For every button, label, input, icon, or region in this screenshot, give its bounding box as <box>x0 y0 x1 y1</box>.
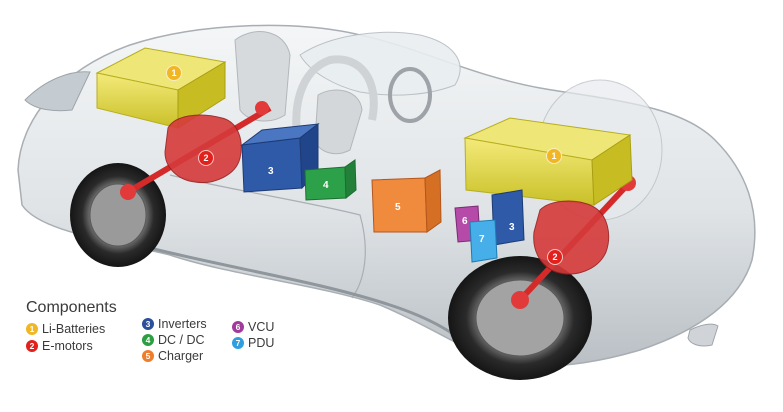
roll-bar <box>292 55 378 151</box>
legend-item-pdu: 7 PDU <box>232 336 274 350</box>
rear-axle-hub-left <box>511 291 529 309</box>
rear-rim <box>475 279 565 357</box>
label-dcdc: 4 <box>323 180 329 191</box>
charger-end <box>424 169 442 233</box>
steering-wheel <box>388 67 432 123</box>
label-inverter-rear: 3 <box>509 222 515 233</box>
battery-front-end <box>177 61 226 129</box>
legend-label: Li-Batteries <box>42 322 106 336</box>
seat-front <box>234 31 291 122</box>
inverter-front-box <box>241 137 303 193</box>
rear-light <box>687 323 719 347</box>
badge-6: 6 <box>232 321 244 333</box>
label-vcu: 6 <box>462 216 468 227</box>
legend-item-vcu: 6 VCU <box>232 320 274 334</box>
legend-label: VCU <box>248 320 275 334</box>
seat-rear <box>314 89 363 155</box>
inverter-rear-box <box>491 189 525 246</box>
front-axle-hub-left <box>120 184 136 200</box>
components-legend: Components 1 Li-Batteries 2 E-motors 3 I… <box>26 299 356 369</box>
badge-4: 4 <box>142 334 154 346</box>
badge-2: 2 <box>26 340 38 352</box>
legend-label: Charger <box>158 349 204 363</box>
label-pdu: 7 <box>479 234 485 245</box>
legend-title: Components <box>26 299 117 316</box>
front-axle-hub-right <box>255 101 269 115</box>
badge-1: 1 <box>26 323 38 335</box>
motor-front <box>164 114 242 184</box>
callout-motor-front: 2 <box>198 150 214 166</box>
legend-label: E-motors <box>42 339 93 353</box>
dcdc-end <box>344 159 357 200</box>
badge-3: 3 <box>142 318 154 330</box>
label-inverter-front: 3 <box>268 166 274 177</box>
callout-motor-rear: 2 <box>547 249 563 265</box>
battery-rear-end <box>591 134 633 206</box>
pdu-box <box>469 219 498 263</box>
front-rim <box>89 183 147 247</box>
legend-item-dc-dc: 4 DC / DC <box>142 333 205 347</box>
badge-5: 5 <box>142 350 154 362</box>
headlight <box>24 71 91 112</box>
motor-rear <box>533 200 610 275</box>
legend-item-li-batteries: 1 Li-Batteries <box>26 322 105 336</box>
callout-battery-front: 1 <box>166 65 182 81</box>
legend-label: DC / DC <box>158 333 205 347</box>
legend-label: Inverters <box>158 317 207 331</box>
windshield <box>299 31 461 96</box>
legend-item-charger: 5 Charger <box>142 349 203 363</box>
callout-battery-rear: 1 <box>546 148 562 164</box>
door-line <box>169 174 366 299</box>
label-charger: 5 <box>395 202 401 213</box>
side-sill <box>149 246 472 351</box>
legend-item-e-motors: 2 E-motors <box>26 339 93 353</box>
legend-label: PDU <box>248 336 275 350</box>
legend-item-inverters: 3 Inverters <box>142 317 207 331</box>
badge-7: 7 <box>232 337 244 349</box>
